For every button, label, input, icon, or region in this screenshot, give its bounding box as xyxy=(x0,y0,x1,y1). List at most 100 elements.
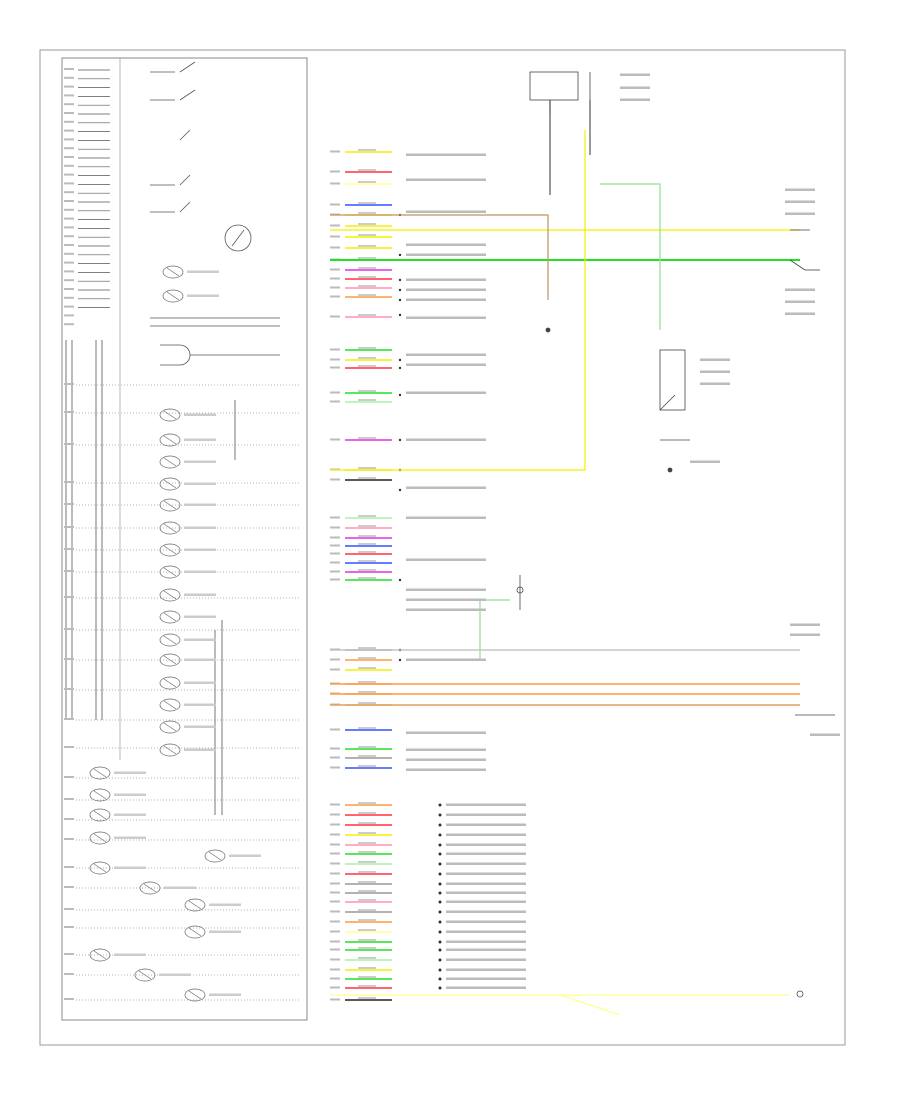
pin-label xyxy=(64,926,74,928)
pin-label xyxy=(64,866,74,868)
indicator-bulb-icon xyxy=(89,948,111,962)
bulb-filament xyxy=(208,851,222,861)
bulb-label xyxy=(184,703,216,706)
pin-label xyxy=(330,766,340,769)
pin-label xyxy=(330,998,340,1001)
bulb-label xyxy=(184,748,216,751)
indicator-bulb-icon xyxy=(159,698,181,712)
connector-dot xyxy=(438,940,442,944)
component-label xyxy=(790,633,820,636)
function-label xyxy=(406,748,486,751)
pin-label xyxy=(330,930,340,933)
pin-label xyxy=(64,323,74,326)
indicator-bulb-icon xyxy=(159,676,181,690)
wire-color-code xyxy=(358,765,376,767)
function-label xyxy=(406,658,486,661)
bulb-filament xyxy=(163,655,177,665)
pin-label xyxy=(330,747,340,750)
component-label xyxy=(620,73,650,76)
pin-label xyxy=(64,908,74,910)
connector-dot xyxy=(438,823,442,827)
wire-color-code xyxy=(358,947,376,949)
connector-dot xyxy=(438,948,442,952)
indicator-bulb-icon xyxy=(159,408,181,422)
wire-color-code xyxy=(358,285,376,287)
pin-label xyxy=(64,261,74,264)
pin-label xyxy=(330,552,340,555)
indicator-bulb-icon xyxy=(134,968,156,982)
bulb-filament xyxy=(163,500,177,510)
connector-dot xyxy=(398,288,402,292)
pin-label xyxy=(64,200,74,202)
pin-label xyxy=(64,68,74,70)
pin-label xyxy=(330,544,340,547)
pin-label xyxy=(330,756,340,759)
function-label xyxy=(446,948,526,951)
function-label xyxy=(446,920,526,923)
bulb-filament xyxy=(163,435,177,445)
connector-dot xyxy=(398,366,402,370)
pin-label xyxy=(64,998,74,1000)
bulb-label xyxy=(159,973,191,976)
bulb-filament xyxy=(166,291,180,301)
function-label xyxy=(446,891,526,894)
wire-color-code xyxy=(358,560,376,562)
indicator-bulb-icon xyxy=(159,633,181,647)
function-label xyxy=(406,438,486,441)
pin-label xyxy=(64,217,74,220)
switch-symbols xyxy=(150,61,280,366)
pin-label xyxy=(330,526,340,529)
bulb-label xyxy=(114,953,146,956)
wire-color-code xyxy=(358,812,376,814)
pin-label xyxy=(330,813,340,816)
indicator-bulb-icon xyxy=(159,743,181,757)
function-label xyxy=(446,833,526,836)
connector-dot xyxy=(438,968,442,972)
bulb-filament xyxy=(163,745,177,755)
function-label xyxy=(446,930,526,933)
wire-color-code xyxy=(358,919,376,921)
wire-color-code xyxy=(358,535,376,537)
pin-label xyxy=(330,561,340,564)
wire-color-code xyxy=(358,294,376,296)
pin-label xyxy=(330,170,340,173)
wire-color-code xyxy=(358,569,376,571)
pin-label xyxy=(64,85,74,88)
wire-color-code xyxy=(358,577,376,579)
function-label xyxy=(446,813,526,816)
connector-stubs xyxy=(330,149,442,1001)
wire-color-code xyxy=(358,169,376,171)
bulb-filament xyxy=(93,833,107,843)
bulb-filament xyxy=(143,883,157,893)
instrument-cluster-box xyxy=(61,57,308,1021)
pin-label xyxy=(330,150,340,153)
pin-label xyxy=(64,548,74,550)
connector-dot xyxy=(438,910,442,914)
wire-color-code xyxy=(358,257,376,259)
bulb-filament xyxy=(163,410,177,420)
wire-color-code xyxy=(358,437,376,439)
function-label xyxy=(406,391,486,394)
indicator-bulb-icon xyxy=(159,433,181,447)
connector-dot xyxy=(398,393,402,397)
function-label-text xyxy=(406,73,840,989)
component-label xyxy=(620,98,650,101)
wire-color-code xyxy=(358,702,376,704)
wire-color-code xyxy=(358,881,376,883)
bulb-label xyxy=(209,930,241,933)
wire-color-code xyxy=(358,647,376,649)
bulb-label xyxy=(184,658,216,661)
bulb-label xyxy=(184,526,216,529)
pin-label xyxy=(330,968,340,971)
bulb-filament xyxy=(93,790,107,800)
bulb-label xyxy=(229,854,261,857)
pin-label xyxy=(330,668,340,671)
wire-color-code xyxy=(358,871,376,873)
pin-label xyxy=(330,940,340,943)
wire-color-code xyxy=(358,985,376,987)
pin-label xyxy=(330,235,340,238)
bulb-label xyxy=(184,615,216,618)
bulb-label xyxy=(114,813,146,816)
wire-color-code xyxy=(358,861,376,863)
pin-label xyxy=(330,823,340,826)
